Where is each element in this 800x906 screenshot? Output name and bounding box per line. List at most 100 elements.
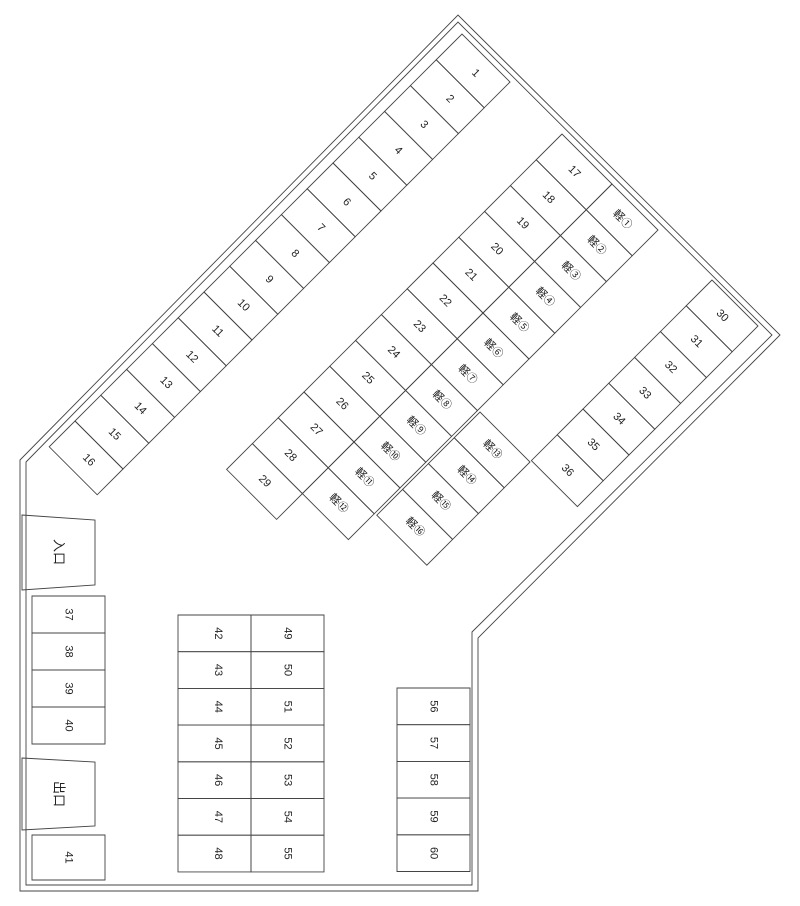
stall-number: 34: [610, 410, 627, 427]
stall-number: 45: [212, 737, 224, 749]
stall-number: 33: [636, 385, 653, 402]
stall-number: 55: [282, 847, 294, 859]
stall-number: 51: [282, 701, 294, 713]
stall-outline: [396, 834, 471, 872]
stall-number: 8: [289, 247, 302, 260]
stall-number: 17: [566, 163, 583, 180]
stall-outline: [31, 834, 106, 881]
stall-number: 軽⑮: [429, 489, 454, 514]
stall-number: 41: [63, 851, 75, 863]
parking-stall[interactable]: 51: [250, 687, 325, 726]
stall-number: 40: [63, 719, 75, 731]
stall-number: 26: [333, 395, 350, 412]
stall-number: 軽⑤: [507, 310, 532, 335]
parking-stall[interactable]: 52: [250, 724, 325, 763]
stall-number: 32: [662, 359, 679, 376]
stall-number: 軽⑨: [404, 414, 429, 439]
exit[interactable]: 出口: [21, 757, 96, 831]
parking-stall[interactable]: 60: [396, 834, 471, 872]
parking-stall[interactable]: 54: [250, 798, 325, 836]
parking-stall[interactable]: 42: [177, 614, 252, 653]
stall-number: 28: [282, 447, 299, 464]
parking-stall[interactable]: 44: [177, 687, 252, 726]
stall-number: 57: [428, 737, 440, 749]
parking-stall[interactable]: 45: [177, 724, 252, 763]
stall-number: 46: [212, 774, 224, 786]
stall-number: 22: [437, 292, 454, 309]
stall-outline: [250, 834, 325, 873]
stall-number: 56: [428, 700, 440, 712]
stall-number: 3: [418, 118, 431, 131]
stall-number: 23: [411, 318, 428, 335]
parking-stall[interactable]: 59: [396, 797, 471, 836]
stall-number: 7: [314, 222, 327, 235]
stall-number: 軽⑩: [378, 439, 403, 464]
parking-stall[interactable]: 57: [396, 724, 471, 762]
stall-number: 軽①: [610, 207, 635, 232]
stall-number: 27: [308, 421, 325, 438]
parking-stall[interactable]: 46: [177, 761, 252, 799]
stall-number: 24: [385, 344, 402, 361]
parking-stall[interactable]: 37: [31, 595, 106, 634]
stall-outline: [31, 706, 106, 745]
stall-number: 58: [428, 774, 440, 786]
stall-number: 軽⑯: [403, 515, 428, 540]
entrance-label: 入口: [51, 539, 66, 565]
stall-number: 59: [428, 810, 440, 822]
stall-number: 1: [469, 67, 482, 80]
stall-outline: [530, 434, 604, 508]
stall-number: 42: [212, 627, 224, 639]
stall-number: 13: [157, 374, 174, 391]
stall-number: 軽⑬: [480, 437, 505, 462]
stall-number: 43: [212, 664, 224, 676]
stall-number: 2: [443, 93, 456, 106]
entrance[interactable]: 入口: [21, 514, 96, 591]
parking-stall[interactable]: 48: [177, 834, 252, 873]
stall-number: 36: [559, 462, 576, 479]
stall-outline: [48, 420, 124, 496]
parking-stall[interactable]: 50: [250, 651, 325, 689]
lot-inner-boundary: [25, 21, 773, 886]
stall-number: 18: [540, 189, 557, 206]
stall-number: 54: [282, 811, 294, 823]
stall-number: 14: [132, 400, 149, 417]
stall-number: 16: [80, 452, 97, 469]
stall-number: 53: [282, 774, 294, 786]
parking-stall[interactable]: 53: [250, 761, 325, 799]
stall-number: 48: [212, 847, 224, 859]
stall-outline: [376, 488, 454, 566]
parking-stall[interactable]: 47: [177, 798, 252, 836]
stall-number: 軽⑫: [326, 491, 351, 516]
stall-number: 9: [263, 273, 276, 286]
stall-number: 44: [212, 701, 224, 713]
stall-number: 4: [392, 144, 405, 157]
stall-number: 軽⑭: [454, 463, 479, 488]
stall-number: 軽⑥: [481, 336, 506, 361]
stall-number: 49: [282, 627, 294, 639]
stall-number: 25: [359, 370, 376, 387]
parking-stall[interactable]: 38: [31, 632, 106, 671]
stall-number: 19: [514, 215, 531, 232]
stall-number: 47: [212, 811, 224, 823]
stall-outline: [225, 442, 304, 521]
parking-stall[interactable]: 49: [250, 614, 325, 653]
stall-number: 15: [106, 426, 123, 443]
parking-stall[interactable]: 56: [396, 687, 471, 726]
stall-number: 11: [209, 323, 226, 340]
parking-stall[interactable]: 58: [396, 760, 471, 799]
stall-number: 軽⑦: [455, 362, 480, 387]
parking-stall[interactable]: 41: [31, 834, 106, 881]
stall-number: 5: [366, 170, 379, 183]
parking-stall[interactable]: 39: [31, 669, 106, 708]
stall-number: 60: [428, 847, 440, 859]
stall-number: 12: [183, 348, 200, 365]
lot-outer-boundary: [19, 14, 781, 892]
stall-number: 35: [585, 436, 602, 453]
stall-number: 38: [63, 645, 75, 657]
stall-number: 軽④: [533, 285, 558, 310]
parking-stall[interactable]: 40: [31, 706, 106, 745]
parking-stall[interactable]: 43: [177, 651, 252, 689]
parking-stall[interactable]: 55: [250, 834, 325, 873]
stall-number: 10: [235, 297, 252, 314]
